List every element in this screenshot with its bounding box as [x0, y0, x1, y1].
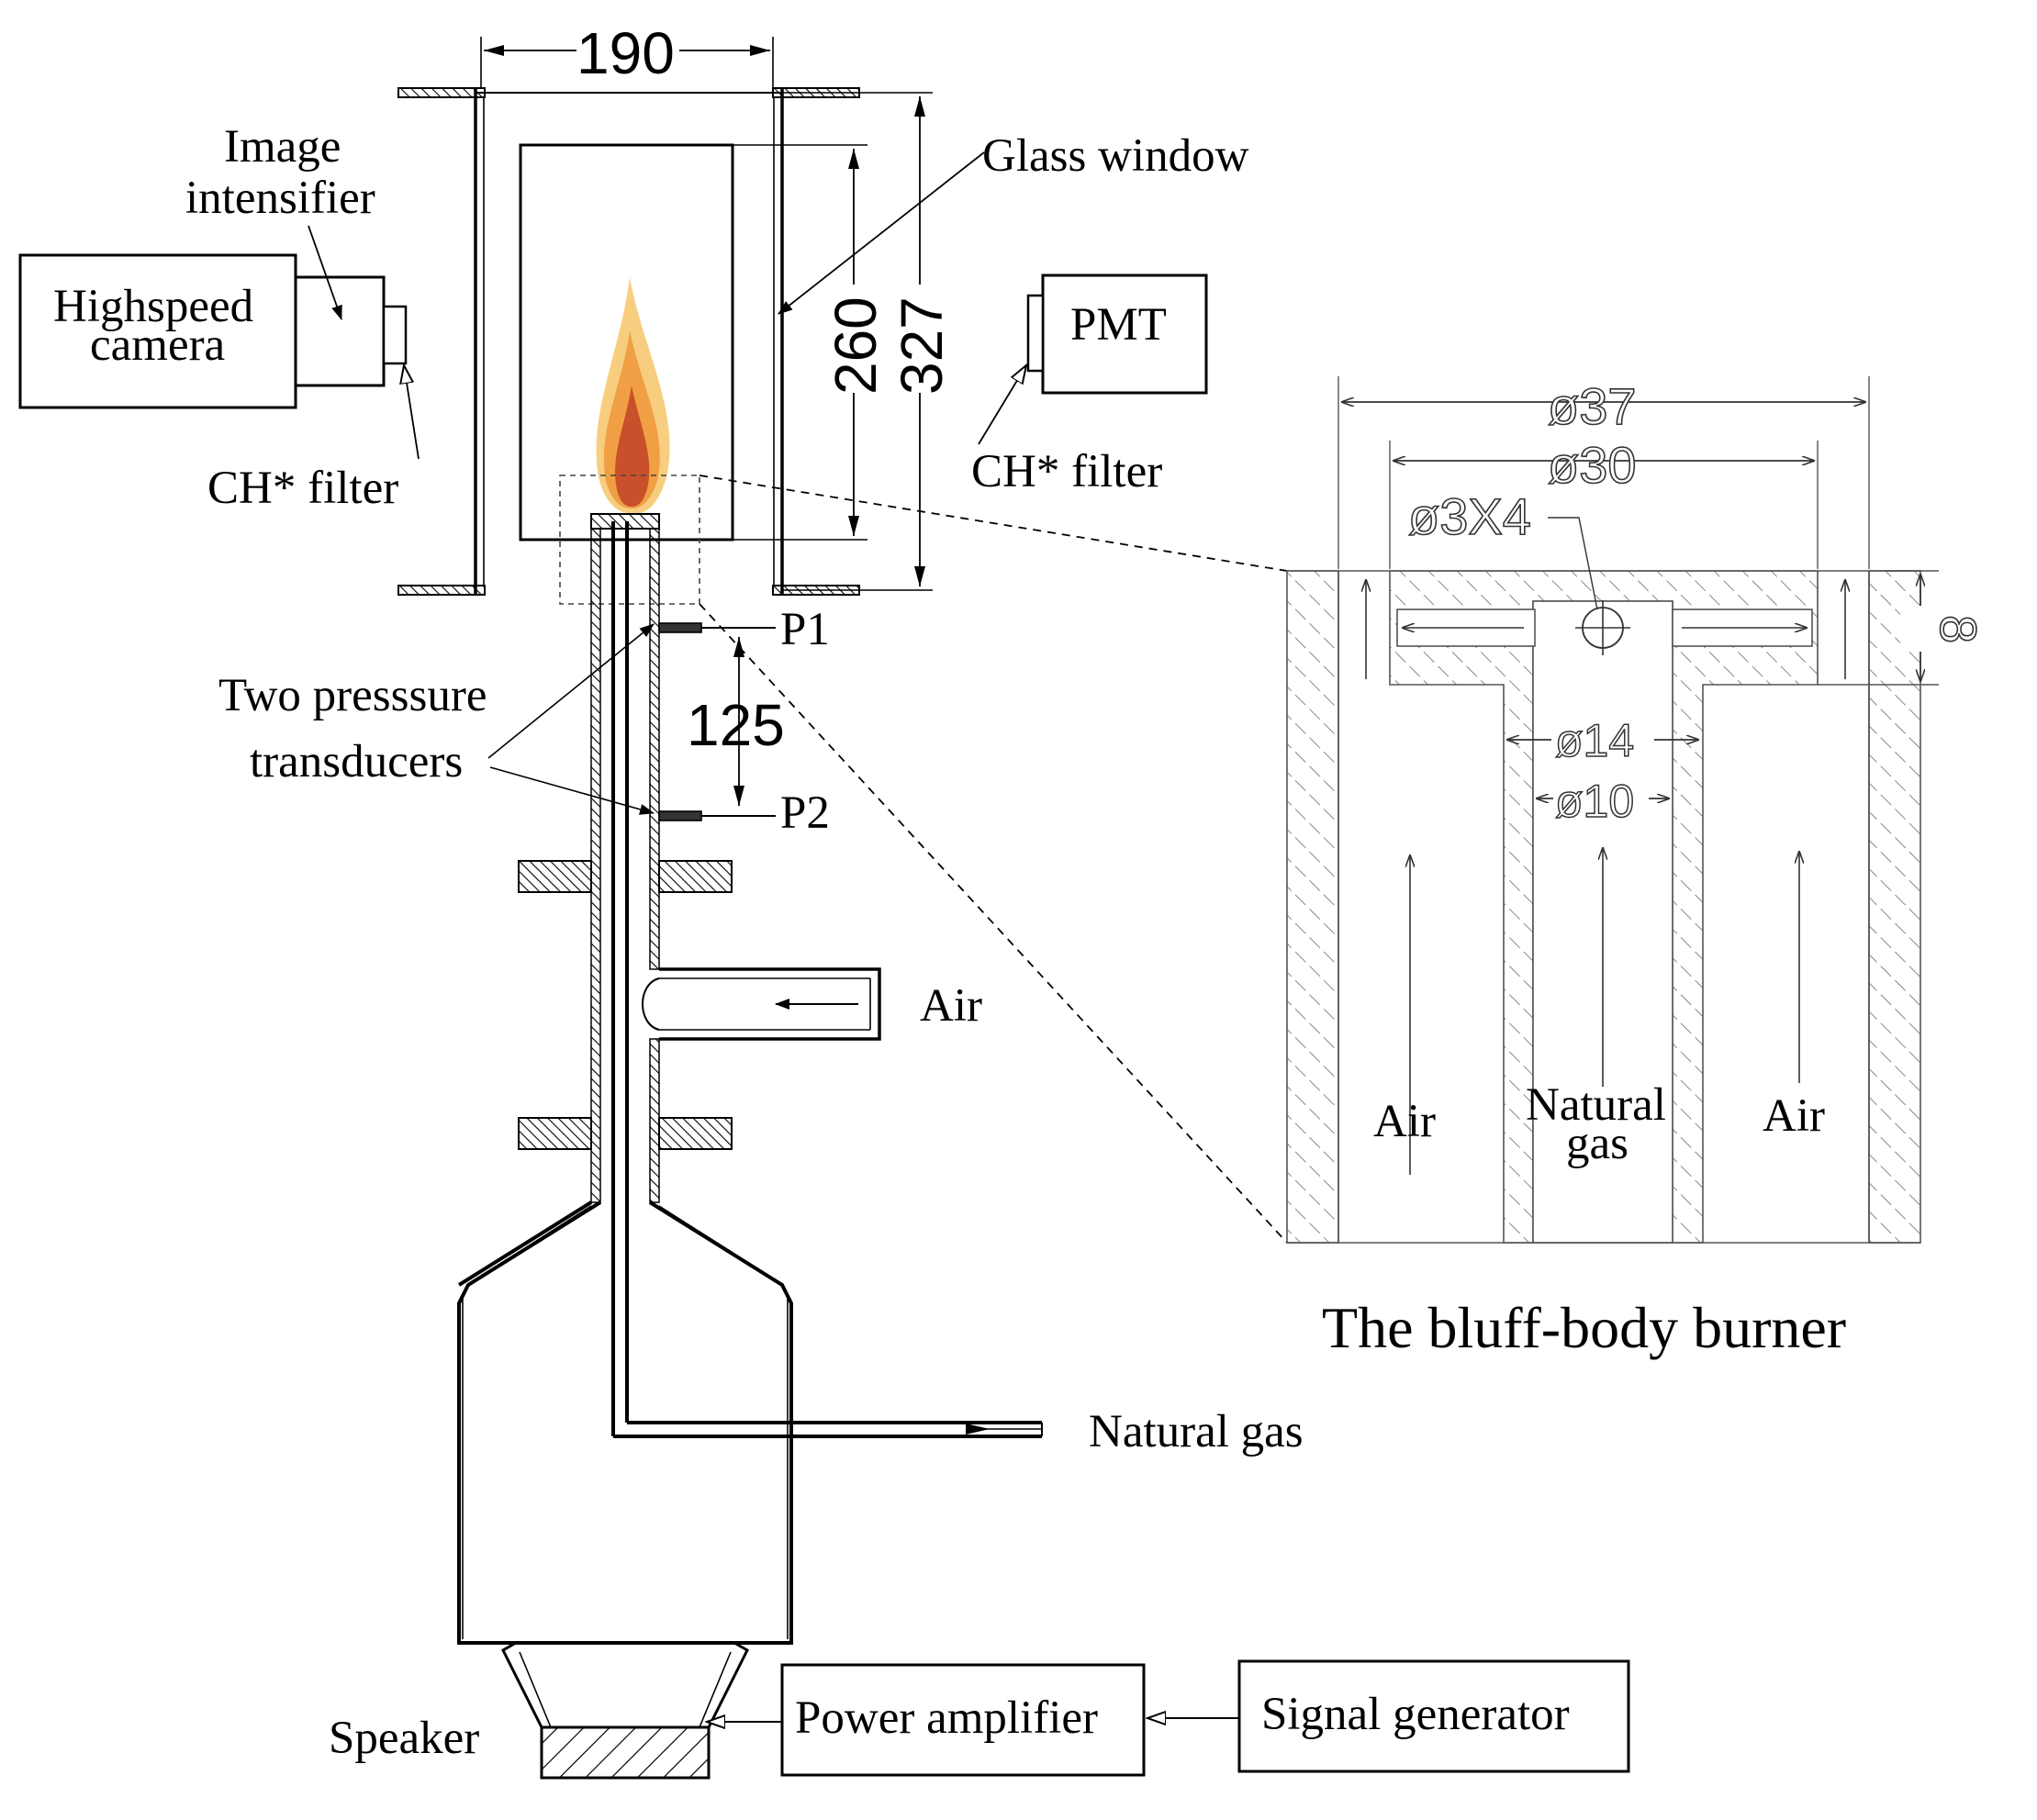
speaker-label: Speaker — [329, 1713, 479, 1764]
dim-d37-label: ø37 — [1548, 377, 1637, 435]
detail-air-right-label: Air — [1763, 1090, 1825, 1142]
image-intensifier-label-1: Image — [224, 121, 341, 173]
signal-generator-label: Signal generator — [1261, 1689, 1570, 1740]
dim-190-label: 190 — [576, 20, 675, 86]
detail-gas-label-2: gas — [1566, 1118, 1628, 1169]
detail-air-left-label: Air — [1373, 1096, 1436, 1147]
dim-d14-label: ø14 — [1555, 715, 1634, 766]
p2-label: P2 — [780, 787, 830, 839]
natural-gas-inlet-label: Natural gas — [1089, 1406, 1304, 1457]
highspeed-camera: Highspeed camera — [18, 253, 297, 409]
ch-filter-right-label: CH* filter — [971, 446, 1162, 497]
highspeed-camera-label-2: camera — [90, 319, 225, 371]
pmt-detector: PMT — [1026, 274, 1208, 395]
bluff-body-detail: Air Air Natural gas — [1286, 570, 1921, 1244]
highspeed-camera-label-1: Highspeed — [53, 281, 253, 332]
detail-gas-label-1: Natural — [1526, 1079, 1666, 1131]
two-pressure-label-2: transducers — [250, 736, 463, 787]
dim-d3x4-label: ø3X4 — [1408, 487, 1531, 545]
dim-d30-label: ø30 — [1548, 436, 1637, 494]
dimension-260-327: 260 327 — [733, 92, 955, 591]
pressure-transducer-p1 — [658, 622, 702, 633]
dim-327-label: 327 — [889, 296, 955, 395]
two-pressure-label-1: Two presssure — [218, 670, 487, 721]
zoom-box — [559, 475, 700, 605]
detail-dimensions: ø37 ø30 ø3X4 8 ø14 ø10 — [1337, 376, 1988, 828]
pressure-transducer-p2 — [658, 810, 702, 821]
pmt-label: PMT — [1070, 299, 1167, 351]
image-intensifier: Image intensifier — [185, 121, 408, 387]
dim-125-label: 125 — [687, 692, 785, 758]
image-intensifier-label-2: intensifier — [185, 173, 375, 224]
air-inlet-label: Air — [920, 980, 982, 1032]
power-amplifier-label: Power amplifier — [795, 1692, 1098, 1744]
dimension-125: 125 — [687, 637, 785, 806]
ch-filter-left-label: CH* filter — [207, 463, 398, 514]
signal-generator: Signal generator — [1237, 1659, 1630, 1773]
dimension-190: 190 — [480, 20, 774, 88]
flame — [596, 277, 670, 514]
power-amplifier: Power amplifier — [780, 1663, 1146, 1777]
dim-d10-label: ø10 — [1555, 776, 1634, 827]
p1-label: P1 — [780, 604, 830, 655]
bluff-body-title: The bluff-body burner — [1322, 1295, 1846, 1360]
dim-h8-label: 8 — [1930, 615, 1987, 643]
speaker-icon — [540, 1725, 711, 1780]
dim-260-label: 260 — [823, 296, 889, 395]
glass-window-label: Glass window — [982, 130, 1249, 182]
burner-tube — [457, 513, 1043, 1780]
